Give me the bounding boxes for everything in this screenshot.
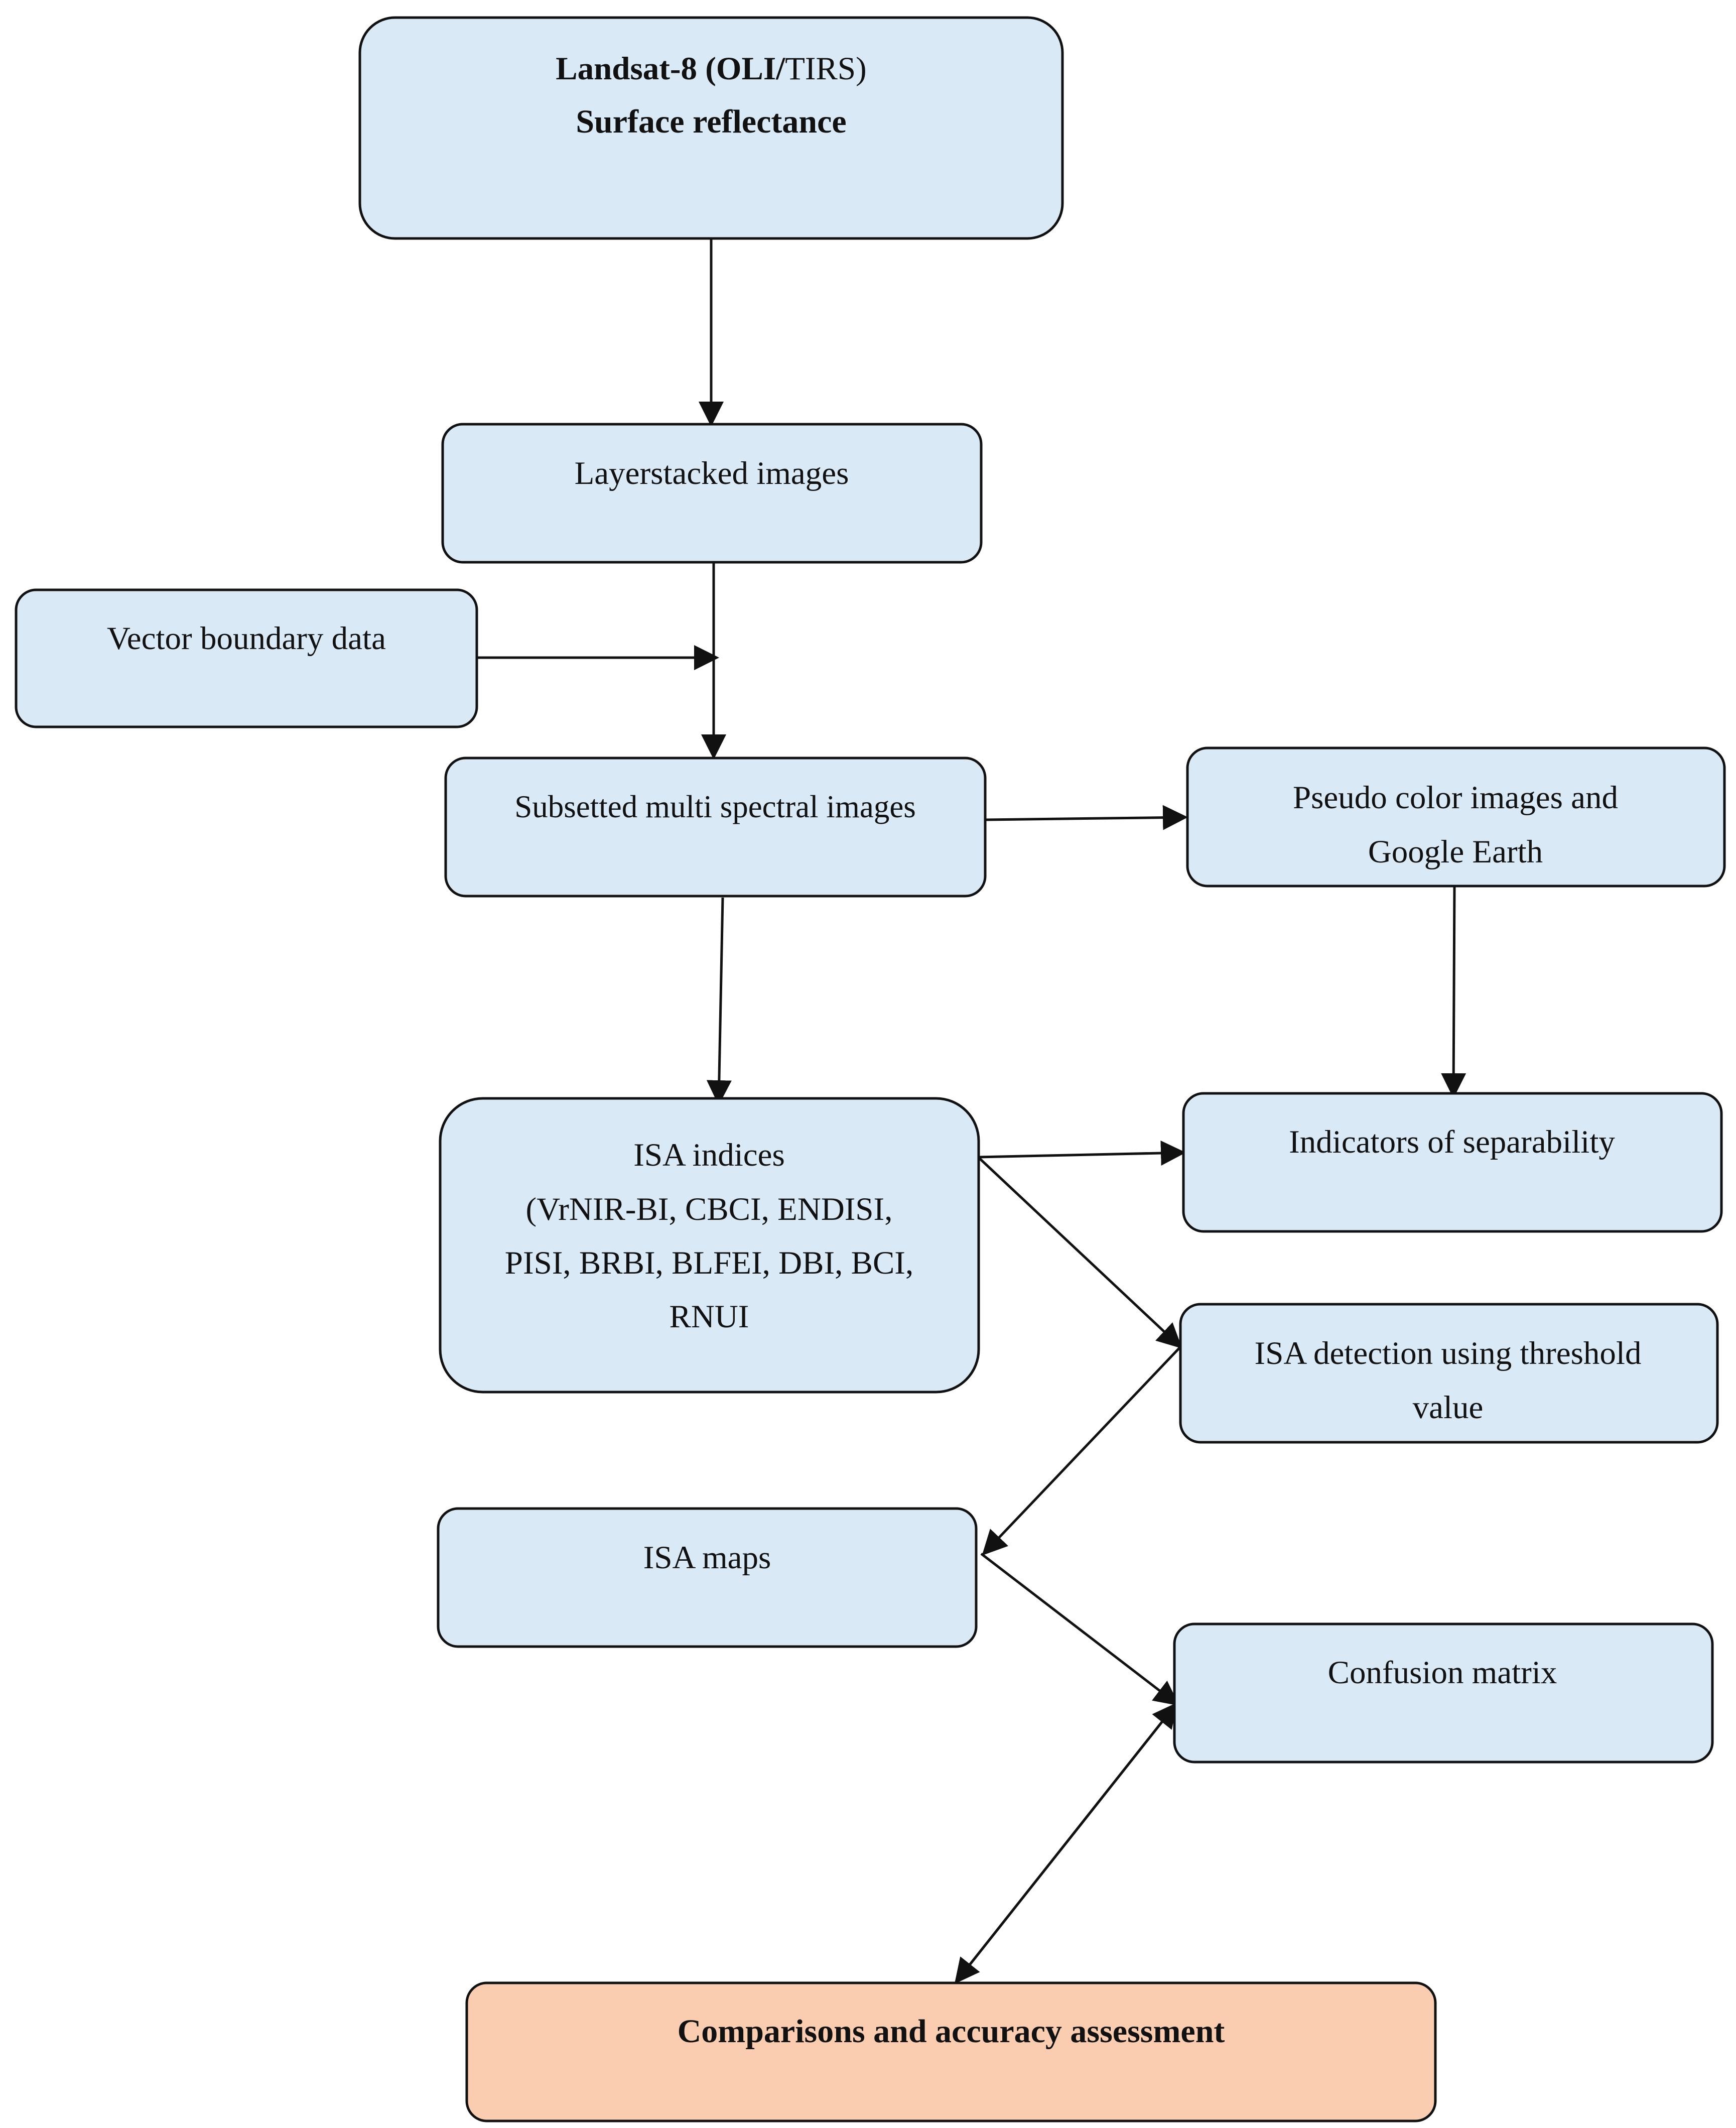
arrow-subsetted-to-isa-indices	[706, 897, 732, 1105]
node-subsetted-images: Subsetted multi spectral images	[444, 757, 987, 898]
pseudo-color-line1: Pseudo color images and	[1293, 780, 1618, 816]
node-isa-detection: ISA detection using threshold value	[1179, 1303, 1719, 1444]
isa-indices-line1: ISA indices	[633, 1137, 785, 1173]
node-comparisons-accuracy: Comparisons and accuracy assessment	[465, 1981, 1437, 2122]
comparisons-label: Comparisons and accuracy assessment	[678, 2013, 1225, 2050]
arrow-pseudo-color-to-separability	[1441, 886, 1466, 1098]
arrow-isa-indices-to-separability	[978, 1140, 1186, 1166]
node-landsat: Landsat-8 (OLI/TIRS) Surface reflectance	[358, 16, 1064, 240]
node-isa-maps: ISA maps	[437, 1507, 978, 1648]
landsat-title-rest: TIRS)	[785, 51, 867, 87]
node-indicators-of-separability: Indicators of separability	[1182, 1092, 1723, 1233]
svg-text:Landsat-8 (OLI/TIRS): Landsat-8 (OLI/TIRS)	[556, 51, 866, 87]
vector-boundary-label: Vector boundary data	[107, 620, 386, 657]
subsetted-label: Subsetted multi spectral images	[514, 789, 916, 824]
separability-label: Indicators of separability	[1289, 1124, 1615, 1160]
layerstacked-label: Layerstacked images	[575, 455, 849, 491]
landsat-title-bold: Landsat-8 (OLI/	[556, 51, 785, 87]
pseudo-color-line2: Google Earth	[1368, 834, 1543, 870]
isa-maps-label: ISA maps	[643, 1540, 771, 1576]
confusion-matrix-label: Confusion matrix	[1328, 1655, 1557, 1691]
isa-indices-line4: RNUI	[670, 1299, 749, 1335]
arrow-detection-to-isa-maps	[982, 1346, 1181, 1556]
arrow-isa-maps-to-confusion	[980, 1553, 1179, 1706]
node-confusion-matrix: Confusion matrix	[1173, 1622, 1714, 1764]
arrow-isa-indices-to-detection	[977, 1156, 1182, 1349]
arrow-subsetted-to-pseudo-color	[985, 805, 1188, 830]
isa-indices-line3: PISI, BRBI, BLFEI, DBI, BCI,	[505, 1245, 913, 1281]
node-layerstacked-images: Layerstacked images	[441, 423, 983, 564]
landsat-subtitle: Surface reflectance	[576, 103, 846, 140]
node-vector-boundary-data: Vector boundary data	[15, 588, 478, 728]
isa-indices-line2: (VrNIR-BI, CBCI, ENDISI,	[526, 1191, 893, 1227]
node-isa-indices: ISA indices (VrNIR-BI, CBCI, ENDISI, PIS…	[439, 1097, 980, 1394]
arrow-comparisons-to-confusion	[955, 1702, 1178, 1983]
node-pseudo-color-images: Pseudo color images and Google Earth	[1186, 746, 1726, 888]
isa-detection-line1: ISA detection using threshold	[1255, 1335, 1642, 1371]
connectors	[478, 238, 1466, 1984]
isa-detection-line2: value	[1413, 1390, 1484, 1426]
